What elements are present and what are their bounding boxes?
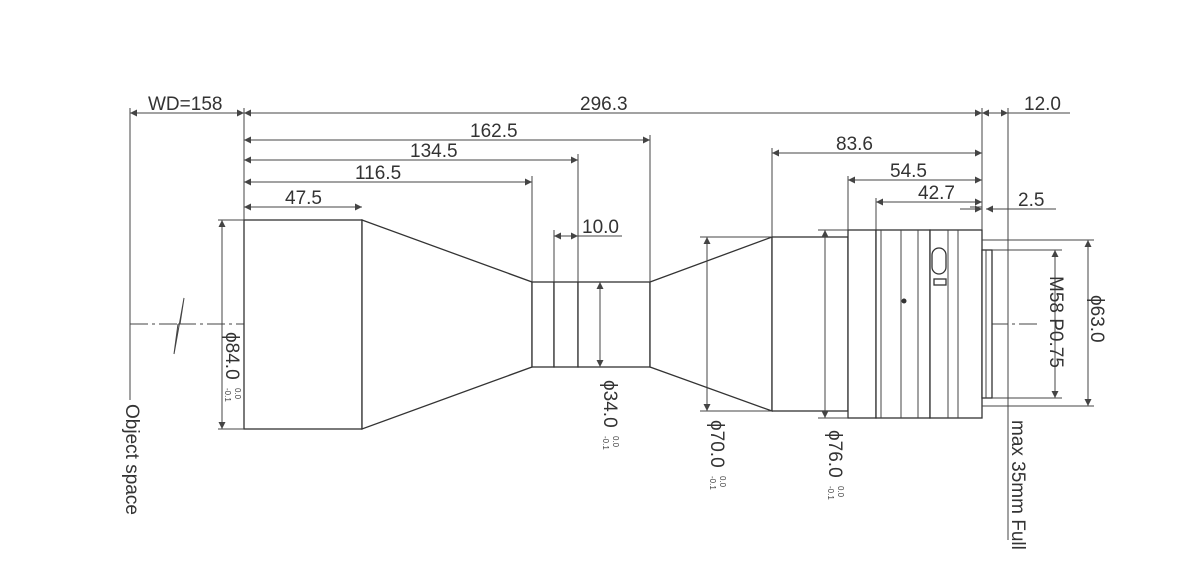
lens-body (243, 219, 993, 430)
front-taper (361, 219, 533, 430)
svg-text:ϕ34.0: ϕ34.0 (599, 380, 620, 428)
svg-text:54.5: 54.5 (890, 161, 927, 182)
dim-total-length: 296.3 (244, 94, 982, 117)
svg-text:-0.1: -0.1 (601, 436, 610, 450)
dim-dia-84: ϕ84.0 0.0 -0.1 (218, 220, 242, 429)
object-space-label: Object space (121, 404, 142, 515)
svg-text:42.7: 42.7 (918, 183, 955, 204)
rear-barrel (771, 236, 849, 412)
front-barrel (243, 219, 363, 430)
dim-83-6: 83.6 (772, 134, 982, 157)
dim-54-5: 54.5 (848, 161, 982, 184)
svg-text:-0.1: -0.1 (708, 476, 717, 490)
mount-thread (981, 249, 993, 399)
svg-text:12.0: 12.0 (1024, 94, 1061, 115)
svg-text:-0.1: -0.1 (223, 388, 232, 402)
svg-text:116.5: 116.5 (355, 163, 401, 184)
neck-ring (553, 281, 579, 368)
svg-text:0.0: 0.0 (836, 486, 845, 498)
svg-text:ϕ84.0: ϕ84.0 (221, 332, 242, 380)
svg-text:-0.1: -0.1 (826, 486, 835, 500)
svg-text:0.0: 0.0 (233, 388, 242, 400)
svg-text:0.0: 0.0 (718, 476, 727, 488)
svg-text:296.3: 296.3 (580, 94, 628, 115)
svg-text:ϕ70.0: ϕ70.0 (706, 420, 727, 468)
neck-section-a (531, 281, 555, 368)
svg-text:10.0: 10.0 (582, 217, 619, 238)
screw-hole (901, 298, 907, 304)
rear-step (847, 229, 877, 419)
svg-text:162.5: 162.5 (470, 121, 518, 142)
svg-text:M58 P0.75: M58 P0.75 (1045, 276, 1066, 368)
dim-47-5: 47.5 (244, 188, 362, 211)
dim-dia-76: ϕ76.0 0.0 -0.1 (821, 230, 845, 500)
dim-134-5: 134.5 (244, 141, 578, 164)
dim-162-5: 162.5 (244, 121, 650, 144)
svg-text:ϕ63.0: ϕ63.0 (1086, 295, 1107, 343)
svg-text:ϕ76.0: ϕ76.0 (824, 430, 845, 478)
dim-ring-width: 10.0 (554, 217, 622, 240)
dim-wd: WD=158 (130, 94, 244, 117)
dim-thread-m58: M58 P0.75 (1045, 250, 1066, 398)
dim-2-5: 2.5 (960, 190, 1056, 213)
svg-text:134.5: 134.5 (410, 141, 458, 162)
svg-text:83.6: 83.6 (836, 134, 873, 155)
dim-dia-70: ϕ70.0 0.0 -0.1 (703, 237, 727, 490)
dim-42-7: 42.7 (876, 183, 982, 206)
svg-text:47.5: 47.5 (285, 188, 322, 209)
rear-taper (649, 236, 773, 412)
extension-lines (218, 108, 1094, 540)
svg-text:WD=158: WD=158 (148, 94, 222, 115)
sensor-format-label: max 35mm Full (1007, 420, 1028, 550)
dim-dia-63: ϕ63.0 (1084, 240, 1107, 406)
svg-text:0.0: 0.0 (611, 436, 620, 448)
dim-flange: 12.0 (982, 94, 1070, 117)
svg-text:2.5: 2.5 (1018, 190, 1044, 211)
dim-dia-34: ϕ34.0 0.0 -0.1 (596, 282, 620, 450)
neck-section-b (577, 281, 651, 368)
rear-ring-body (875, 229, 931, 419)
dim-116-5: 116.5 (244, 163, 532, 186)
